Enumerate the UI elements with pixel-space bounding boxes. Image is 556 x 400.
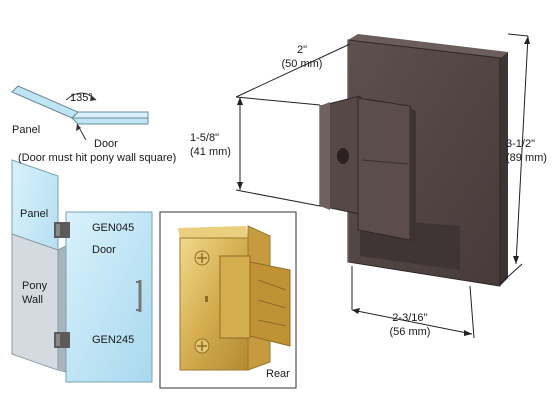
hinge-product	[319, 34, 508, 287]
width-dimension-mm: (50 mm)	[281, 58, 323, 70]
depth-dimension-mm: (41 mm)	[190, 146, 231, 158]
panel-label: Panel	[12, 124, 41, 136]
bottom-dimension-mm: (56 mm)	[389, 326, 431, 338]
angle-label: 135°	[70, 92, 93, 104]
pony-wall-label-line2: Wall	[22, 294, 43, 306]
width-dimension-in: 2"	[296, 44, 308, 56]
height-dimension-in: 3-1/2"	[506, 138, 535, 150]
gen045-door-label: Door	[92, 244, 116, 256]
glass-panel-label: Panel	[20, 208, 49, 220]
height-dimension-mm: (89 mm)	[506, 152, 547, 164]
hinge-front-plate	[357, 97, 411, 241]
bottom-dimension-in: 2-3/16''	[392, 312, 428, 324]
dimension-arrows	[237, 36, 530, 336]
door-note: (Door must hit pony wall square)	[18, 152, 177, 164]
glass-assembly	[11, 159, 153, 383]
gen245-label: GEN245	[92, 334, 135, 346]
rear-view-box	[159, 211, 297, 389]
pony-wall-label-line1: Pony	[22, 280, 48, 292]
screw-hole-icon	[337, 148, 349, 164]
glass-door	[65, 211, 153, 383]
dimension-lines	[235, 33, 529, 339]
door-label: Door	[94, 138, 118, 150]
rear-label: Rear	[266, 368, 290, 380]
angle-sketch	[11, 85, 149, 141]
depth-dimension-in: 1-5/8"	[190, 132, 219, 144]
gen045-label: GEN045	[92, 222, 135, 234]
